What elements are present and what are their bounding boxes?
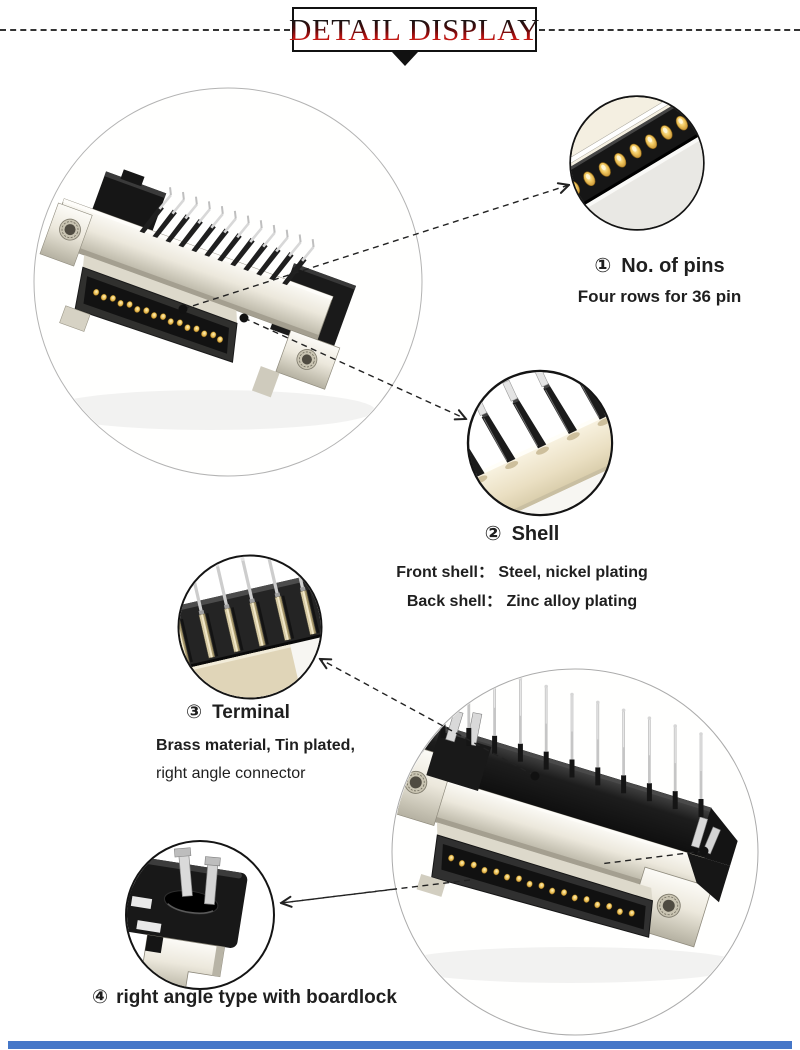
callout-3-number: ③ — [186, 701, 203, 723]
callout-2-number: ② — [484, 521, 502, 545]
callout-line-boardlock — [281, 879, 471, 903]
callout-dot-terminal — [530, 771, 540, 781]
callout-4-label: right angle type with boardlock — [116, 987, 397, 1008]
callout-1-text: ① No. of pins Four rows for 36 pin — [552, 253, 767, 307]
callout-2-desc-back: Back shell： Zinc alloy plating — [406, 593, 638, 610]
callout-dot-shell — [239, 313, 249, 323]
callout-3-desc-line2: right angle connector — [156, 765, 306, 782]
bottom-product-photo — [391, 668, 759, 1036]
callout-line-pins — [182, 185, 569, 310]
callout-line-boardlock-stub — [599, 850, 705, 865]
boardlock-prong-right — [203, 856, 221, 905]
title-pointer-triangle — [392, 52, 418, 66]
title-dash-right — [539, 29, 800, 31]
callout-1-label: No. of pins — [621, 255, 725, 277]
callout-2-desc-front: Front shell： Steel, nickel plating — [396, 564, 648, 581]
callout-2-label: Shell — [511, 523, 560, 545]
page-title-box: DETAIL DISPLAY — [288, 7, 541, 52]
callout-2-title: ② Shell — [372, 521, 672, 546]
callout-3-desc-line1: Brass material, Tin plated, — [156, 737, 355, 754]
callout-1-number: ① — [594, 253, 612, 277]
callout-3-title: ③ Terminal — [156, 701, 386, 724]
callout-dot-boardlock — [699, 846, 709, 856]
callout-2-text: ② Shell Front shell： Steel, nickel plati… — [372, 521, 672, 616]
boardlock-prong-left — [173, 847, 193, 897]
callout-dot-pins — [178, 304, 188, 314]
callout-1-desc: Four rows for 36 pin — [577, 287, 742, 306]
callout-lines — [182, 185, 705, 903]
callout-4-text: ④ right angle type with boardlock — [92, 986, 492, 1009]
callout-circle-pins — [569, 95, 705, 231]
title-dash-left — [0, 29, 290, 31]
callout-1-title: ① No. of pins — [552, 253, 767, 278]
callout-line-shell — [243, 317, 466, 419]
main-product-photo — [33, 87, 423, 477]
callout-3-text: ③ Terminal Brass material, Tin plated, r… — [156, 701, 386, 788]
page-title: DETAIL DISPLAY — [288, 11, 541, 47]
callout-dots — [178, 304, 709, 856]
callout-3-label: Terminal — [212, 702, 290, 723]
callout-4-number: ④ — [92, 986, 109, 1008]
bottom-divider-bar — [8, 1041, 792, 1049]
callout-4-title: ④ right angle type with boardlock — [92, 986, 492, 1009]
callout-line-terminal — [320, 659, 536, 777]
callout-circle-boardlock — [125, 840, 275, 990]
